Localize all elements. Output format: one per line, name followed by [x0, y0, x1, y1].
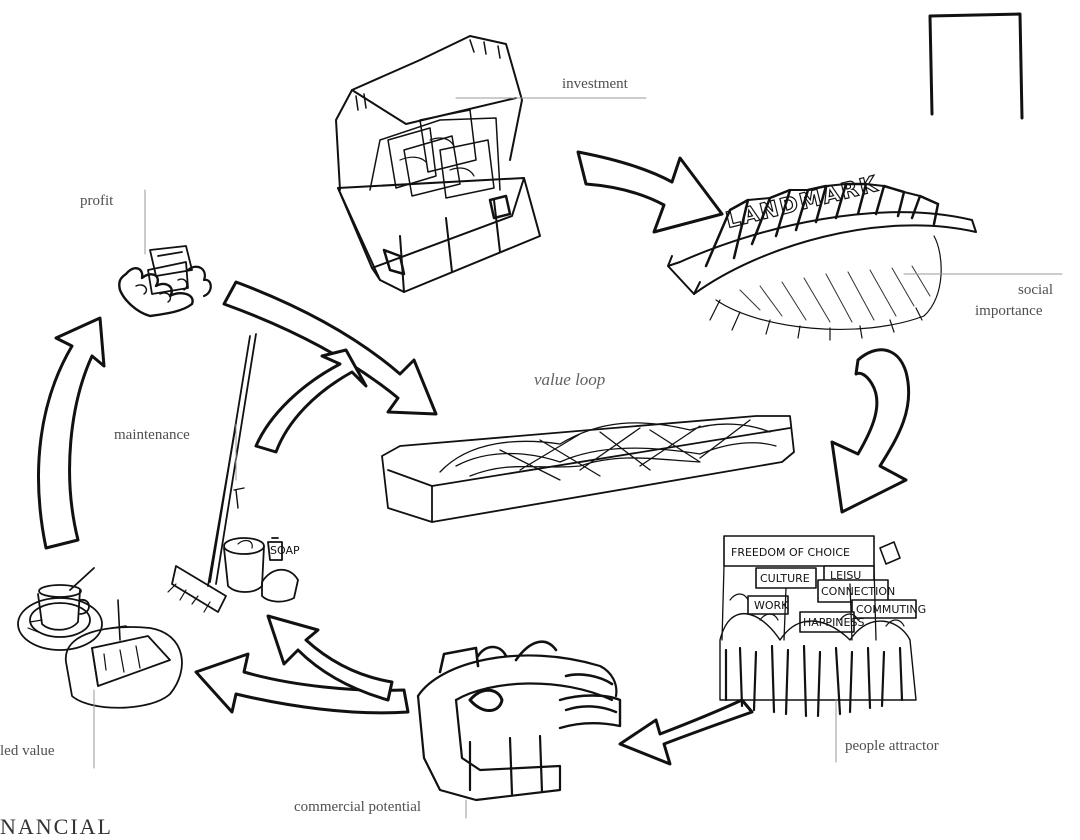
- treasure-chest-illustration: [336, 36, 540, 292]
- label-added-value: led value: [0, 743, 55, 760]
- label-social: social: [1018, 282, 1053, 299]
- sign-connection: CONNECTION: [821, 585, 895, 598]
- cleaning-tools-illustration: [168, 334, 298, 612]
- diagram-title: value loop: [534, 370, 605, 390]
- sign-leisure: LEISU: [830, 569, 861, 582]
- label-people-attractor: people attractor: [845, 738, 939, 755]
- arrow-social-to-people: [832, 350, 909, 512]
- sign-culture: CULTURE: [760, 572, 810, 585]
- label-profit: profit: [80, 193, 113, 210]
- footer-fragment-text: NANCIAL: [0, 814, 113, 840]
- sign-happiness: HAPPINESS: [803, 616, 864, 629]
- cake-coffee-illustration: [18, 568, 182, 708]
- arrow-maintenance-branch: [256, 350, 366, 452]
- bridge-sign-text: LANDMARK: [723, 172, 881, 234]
- sign-commuting: COMMUTING: [856, 603, 926, 616]
- label-importance: importance: [975, 303, 1042, 320]
- label-commercial-potential: commercial potential: [294, 799, 421, 816]
- frame-fragment: [930, 14, 1022, 118]
- money-pile-illustration: [119, 246, 211, 316]
- label-investment: investment: [562, 76, 628, 93]
- arrow-people-to-commercial: [620, 700, 752, 764]
- arrow-investment-to-social: [578, 152, 722, 232]
- sign-freedom-of-choice: FREEDOM OF CHOICE: [731, 546, 850, 559]
- market-structure-illustration: [418, 642, 620, 800]
- value-loop-landscape-illustration: [382, 416, 794, 522]
- label-maintenance: maintenance: [114, 427, 190, 444]
- arrow-profit-to-center: [224, 282, 436, 414]
- soap-bottle-label: SOAP: [270, 544, 300, 557]
- arrow-added-value-to-profit: [38, 318, 104, 548]
- sign-work: WORK: [754, 599, 789, 612]
